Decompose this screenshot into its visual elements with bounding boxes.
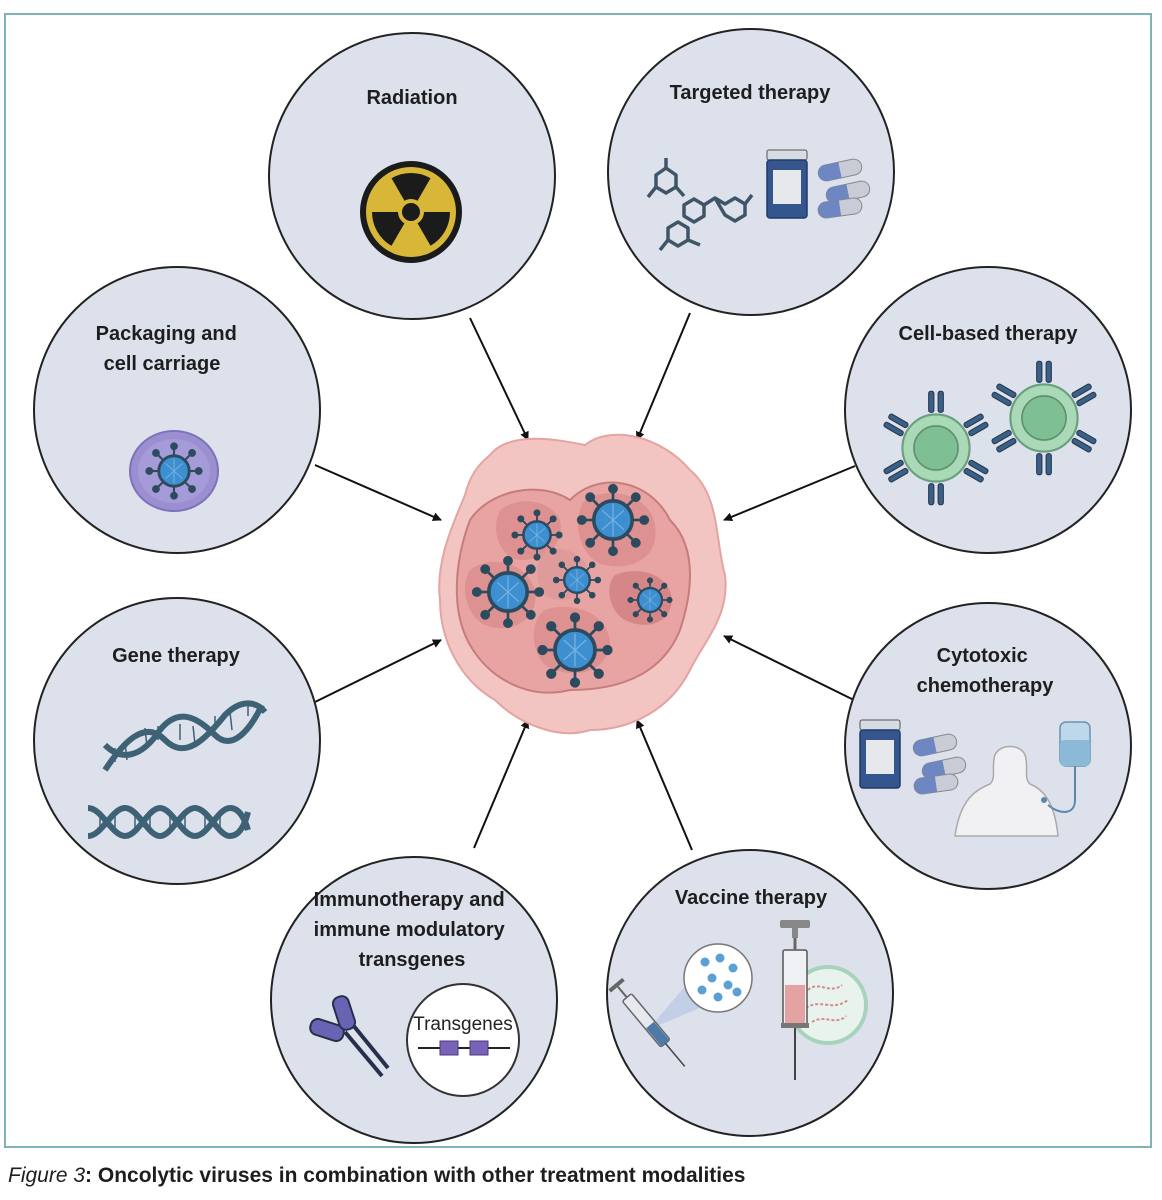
arrow-cell-based-therapy	[723, 465, 856, 522]
chemotherapy-iv-icon	[859, 719, 1091, 837]
arrow-targeted-therapy	[635, 312, 691, 441]
carrier-cell-icon	[129, 430, 219, 512]
arrow-radiation	[469, 317, 529, 441]
transgenes-label: Transgenes	[413, 1014, 513, 1035]
node-title-gene-therapy: Gene therapy	[112, 645, 241, 667]
node-packaging: Packaging and cell carriage	[33, 266, 321, 554]
node-immunotherapy: Immunotherapy and immune modulatory tran…	[270, 856, 558, 1144]
node-title-immunotherapy: Immunotherapy and immune modulatory tran…	[314, 889, 511, 971]
node-circle-vaccine-therapy	[606, 849, 894, 1137]
node-title-radiation: Radiation	[366, 87, 457, 109]
figure-label: Figure 3	[8, 1164, 86, 1187]
arrow-cytotoxic-chemotherapy	[723, 635, 863, 705]
molecule-pill-bottle-icon	[646, 149, 872, 252]
node-gene-therapy: Gene therapy	[33, 597, 321, 885]
node-vaccine-therapy: Vaccine therapy	[606, 849, 894, 1137]
node-circle-cell-based-therapy	[844, 266, 1132, 554]
arrow-vaccine-therapy	[636, 719, 693, 851]
radiation-icon	[360, 161, 462, 263]
node-title-packaging: Packaging and cell carriage	[96, 323, 243, 375]
node-cytotoxic-chemotherapy: Cytotoxic chemotherapy	[844, 602, 1132, 890]
antibody-transgene-icon: Transgenes	[309, 983, 520, 1097]
node-cell-based-therapy: Cell-based therapy	[844, 266, 1132, 554]
dna-icon	[87, 700, 268, 840]
caption-text: : Oncolytic viruses in combination with …	[85, 1164, 746, 1187]
node-title-targeted-therapy: Targeted therapy	[670, 82, 832, 104]
figure-caption: Figure 3: Oncolytic viruses in combinati…	[8, 1164, 1158, 1196]
node-title-vaccine-therapy: Vaccine therapy	[675, 887, 828, 909]
node-circle-packaging	[33, 266, 321, 554]
node-circle-gene-therapy	[33, 597, 321, 885]
oncolytic-virus-tumor-icon	[438, 433, 727, 735]
node-circle-cytotoxic-chemotherapy	[844, 602, 1132, 890]
node-radiation: Radiation	[268, 32, 556, 320]
arrows	[314, 312, 863, 851]
node-targeted-therapy: Targeted therapy	[607, 28, 895, 316]
syringe-vaccine-icon	[608, 920, 868, 1080]
node-title-cytotoxic-chemotherapy: Cytotoxic chemotherapy	[917, 645, 1055, 697]
arrow-gene-therapy	[314, 639, 442, 703]
node-title-cell-based-therapy: Cell-based therapy	[899, 323, 1079, 345]
arrow-packaging	[314, 464, 442, 521]
arrow-immunotherapy	[473, 719, 529, 849]
